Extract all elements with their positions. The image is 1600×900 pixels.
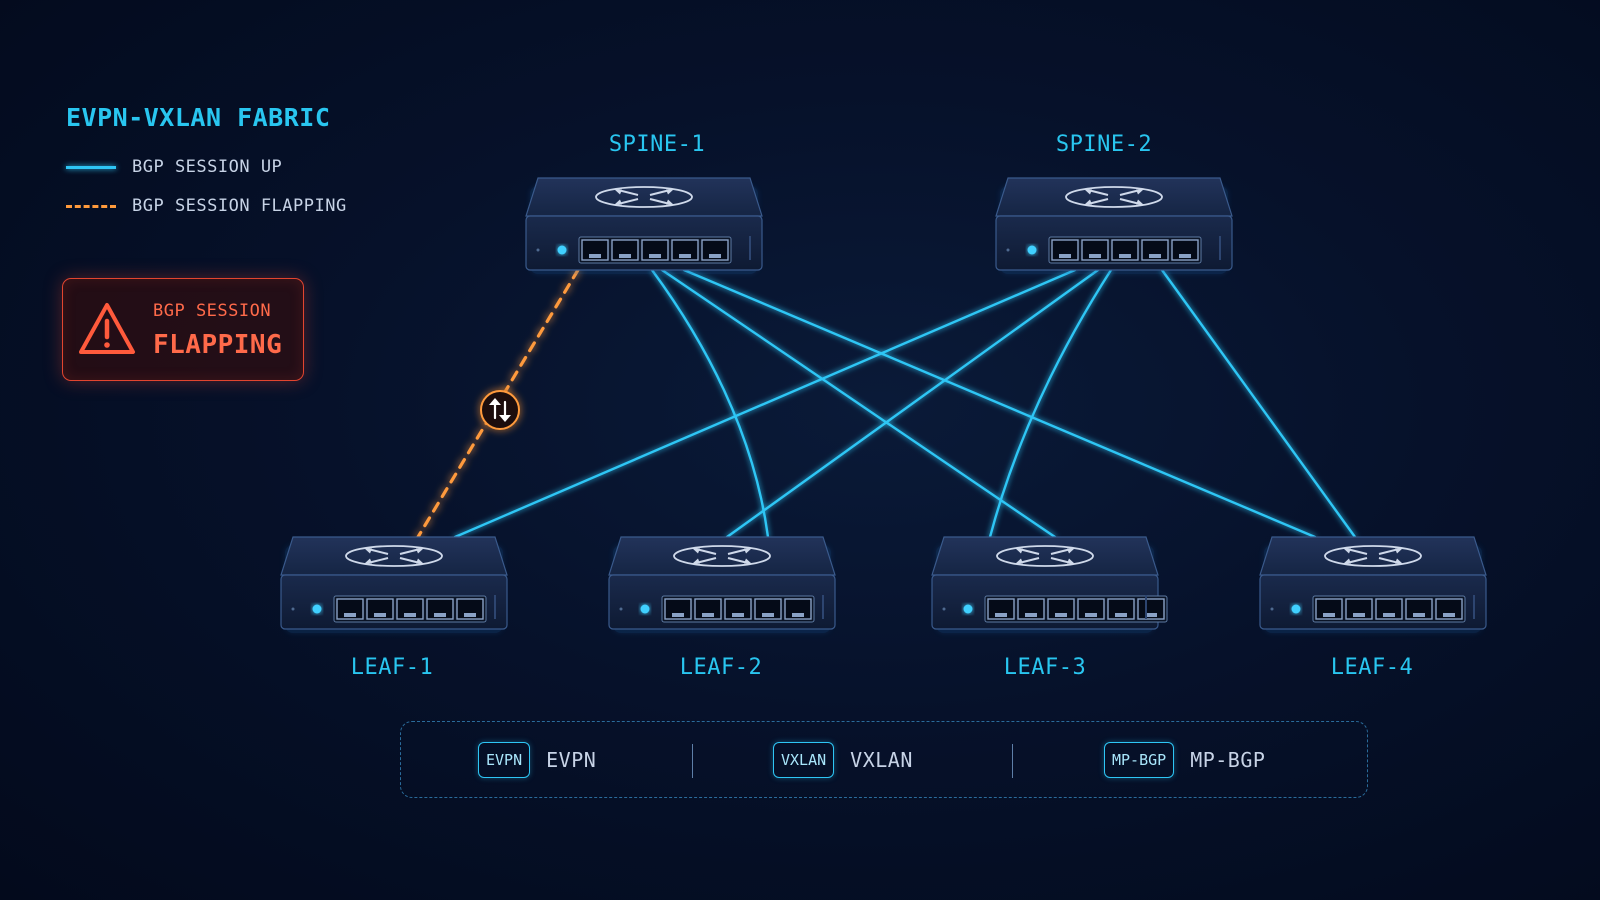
link-up[interactable] [988,268,1113,539]
ethernet-port [366,598,394,620]
indicator-dot [1270,607,1274,611]
ethernet-port [611,239,639,261]
ethernet-port [641,239,669,261]
alert-status: FLAPPING [153,330,283,360]
ethernet-port [426,598,454,620]
ethernet-port [1141,239,1169,261]
protocol-name: MP-BGP [1190,748,1266,772]
router-arrows-icon [673,545,771,567]
router-arrows-icon [996,545,1094,567]
protocol-badge: EVPN [478,742,531,778]
spine-label: SPINE-2 [1055,132,1153,157]
solid-line-swatch [66,165,116,169]
ethernet-port [1375,598,1403,620]
status-led [312,604,322,614]
alert-title: BGP SESSION [153,301,272,321]
ethernet-port [784,598,812,620]
indicator-dot [619,607,623,611]
warning-triangle-icon [79,303,135,354]
link-up[interactable] [660,268,1057,539]
status-led [963,604,973,614]
link-up[interactable] [650,268,770,539]
leaf-label: LEAF-1 [350,655,434,680]
router-arrows-icon [345,545,443,567]
protocol-item-vxlan: VXLAN VXLAN [773,741,913,779]
ethernet-port [671,239,699,261]
protocol-name: VXLAN [850,748,913,772]
link-up[interactable] [682,268,1317,539]
status-led [640,604,650,614]
ethernet-port [701,239,729,261]
link-up[interactable] [725,268,1100,539]
spine-switch[interactable] [995,177,1233,274]
legend-title: EVPN-VXLAN FABRIC [66,103,331,132]
alert-panel[interactable]: BGP SESSION FLAPPING [62,278,304,381]
router-arrows-icon [1324,545,1422,567]
protocol-item-mp-bgp: MP-BGP MP-BGP [1104,741,1265,779]
ethernet-port [1107,598,1135,620]
ethernet-port [1077,598,1105,620]
indicator-dot [291,607,295,611]
legend-item-flapping: BGP SESSION FLAPPING [66,194,347,218]
indicator-dot [536,248,540,252]
dashed-line-swatch [66,204,116,208]
ethernet-port [1171,239,1199,261]
ethernet-port [581,239,609,261]
ethernet-port [336,598,364,620]
status-led [1027,245,1037,255]
swap-arrows-icon [489,398,511,422]
indicator-dot [1006,248,1010,252]
status-led [1291,604,1301,614]
leaf-switch[interactable] [608,536,836,633]
protocol-name: EVPN [546,748,597,772]
divider [692,744,693,778]
leaf-switch[interactable] [1259,536,1487,633]
spine-switch[interactable] [525,177,763,274]
ethernet-port [1111,239,1139,261]
link-up[interactable] [453,268,1077,539]
ethernet-port [724,598,752,620]
ethernet-port [1047,598,1075,620]
ethernet-port [1435,598,1463,620]
ethernet-port [664,598,692,620]
ethernet-port [987,598,1015,620]
status-led [557,245,567,255]
leaf-label: LEAF-2 [679,655,763,680]
protocol-item-evpn: EVPN EVPN [478,741,596,779]
leaf-switch[interactable] [931,536,1168,633]
ethernet-port [754,598,782,620]
protocol-bar: EVPN EVPN VXLAN VXLAN MP-BGP MP-BGP [400,721,1368,798]
ethernet-port [1137,598,1165,620]
spine-label: SPINE-1 [608,132,706,157]
ethernet-port [1017,598,1045,620]
router-arrows-icon [595,186,693,208]
leaf-label: LEAF-4 [1330,655,1414,680]
legend-item-up: BGP SESSION UP [66,155,282,179]
leaf-label: LEAF-3 [1003,655,1087,680]
ethernet-port [694,598,722,620]
legend-label: BGP SESSION FLAPPING [132,196,347,216]
flapping-session-marker[interactable] [480,390,520,430]
ethernet-port [1051,239,1079,261]
protocol-badge: VXLAN [773,742,835,778]
link-up[interactable] [1160,268,1357,539]
ethernet-port [396,598,424,620]
ethernet-port [1345,598,1373,620]
router-arrows-icon [1065,186,1163,208]
indicator-dot [942,607,946,611]
leaf-switch[interactable] [280,536,508,633]
ethernet-port [456,598,484,620]
ethernet-port [1315,598,1343,620]
protocol-badge: MP-BGP [1104,742,1175,778]
ethernet-port [1081,239,1109,261]
ethernet-port [1405,598,1433,620]
legend-label: BGP SESSION UP [132,157,283,177]
divider [1012,744,1013,778]
